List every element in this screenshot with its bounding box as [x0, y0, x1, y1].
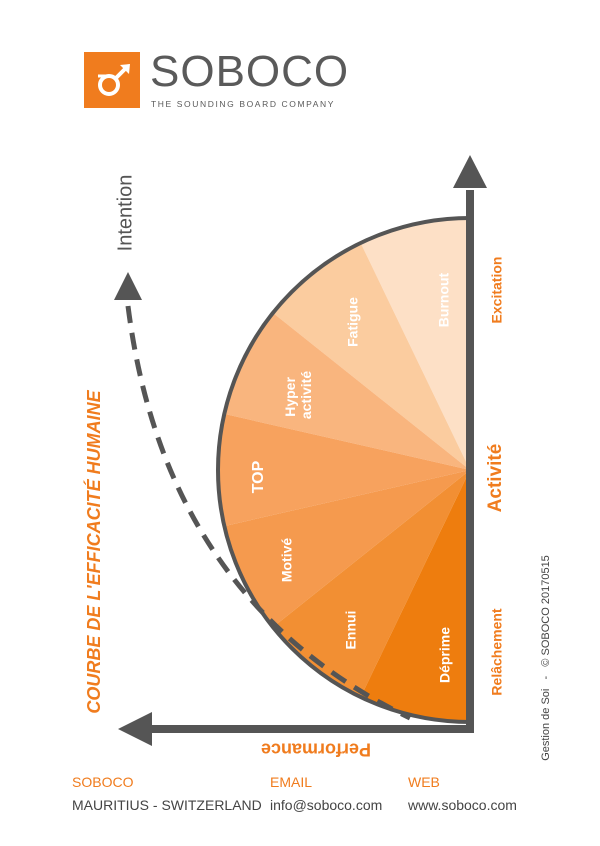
footer-email-heading: EMAIL: [270, 774, 313, 790]
copyright-note: Gestion de Soi - © SOBOCO 20170515: [540, 555, 552, 761]
footer-web-link[interactable]: www.soboco.com: [408, 797, 517, 813]
slice-burnout: [360, 218, 470, 470]
slice-d-prime: [360, 470, 470, 722]
slice-label-hyper-activite: Hyper activité: [282, 371, 314, 419]
slice-label-ennui: Ennui: [343, 611, 359, 650]
slice-label-deprime: Déprime: [437, 627, 453, 683]
diagram-title: COURBE DE L'EFFICACITÉ HUMAINE: [83, 389, 104, 713]
logo-wordmark: SOBOCO: [150, 47, 350, 96]
slice-label-hyper: Hyper: [282, 377, 298, 417]
horizontal-axis-arrowhead-icon: [118, 712, 152, 746]
slice-top: [218, 413, 470, 527]
activite-label: Activité: [485, 444, 506, 513]
logo-mark: [84, 52, 140, 108]
logo-tagline: THE SOUNDING BOARD COMPANY: [151, 99, 336, 109]
slice-ennui: [272, 470, 470, 698]
slice-hyper-activit-: [224, 312, 470, 470]
slice-label-motive: Motivé: [279, 538, 295, 583]
intention-label: Intention: [114, 175, 136, 252]
activity-slices: [218, 218, 470, 722]
footer-company-location: MAURITIUS - SWITZERLAND: [72, 797, 262, 813]
slice-motiv-: [224, 470, 470, 628]
footer-web-heading: WEB: [408, 774, 440, 790]
slice-fatigue: [272, 242, 470, 470]
half-circle-outline: [216, 216, 471, 724]
slice-label-fatigue: Fatigue: [345, 297, 361, 347]
slice-label-activite: activité: [298, 371, 314, 419]
footer-email-link[interactable]: info@soboco.com: [270, 797, 383, 813]
dashed-curve-arrowhead-icon: [114, 272, 142, 300]
slice-label-top: TOP: [250, 460, 267, 493]
logo-symbol-icon: [98, 64, 130, 96]
excitation-label: Excitation: [489, 257, 505, 324]
slice-label-burnout: Burnout: [436, 272, 452, 327]
vertical-axis-arrowhead-icon: [453, 155, 487, 188]
footer-company-heading: SOBOCO: [72, 774, 134, 790]
relachement-label: Relâchement: [489, 608, 505, 695]
performance-label: Performance: [261, 739, 371, 759]
